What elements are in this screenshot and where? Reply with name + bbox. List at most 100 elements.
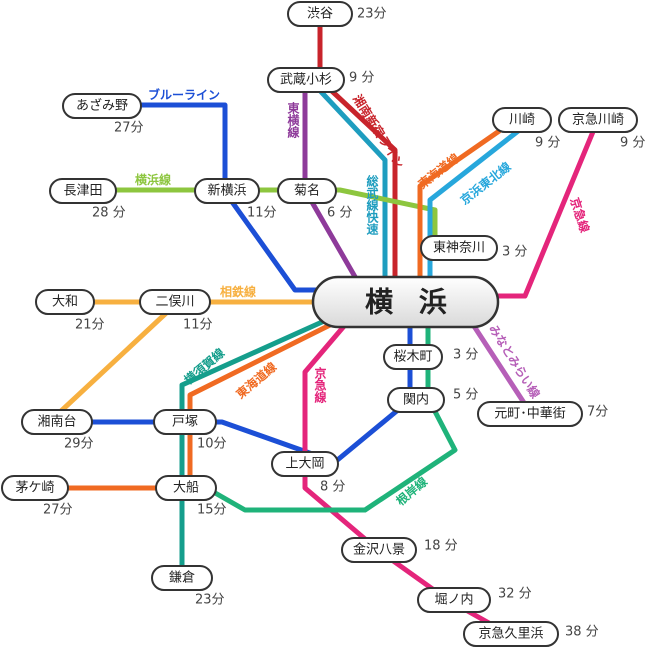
line-keihin-tohoku: [427, 125, 525, 293]
station-keikyu-kurihama[interactable]: 京急久里浜 38 分: [463, 621, 599, 647]
station-name: 東神奈川: [433, 240, 485, 256]
station-box: [463, 621, 559, 647]
station-musashikosugi[interactable]: 武蔵小杉 9 分: [267, 67, 374, 93]
label-keikyu-south: 京急線: [313, 366, 327, 404]
hub-name: 横 浜: [365, 286, 455, 319]
label-keikyu-north: 京急線: [567, 196, 592, 235]
line-minatomirai: [467, 317, 533, 415]
station-kamakura[interactable]: 鎌倉 23分: [151, 565, 225, 608]
station-name: 茅ケ崎: [15, 481, 54, 496]
station-minutes: 3 分: [502, 245, 527, 260]
station-box: [277, 178, 337, 204]
station-box: [21, 409, 93, 435]
station-minutes: 28 分: [92, 206, 126, 221]
station-motomachi[interactable]: 元町･中華街 7分: [477, 401, 608, 427]
label-yokohama-line: 横浜線: [135, 172, 171, 187]
station-nagatsuta[interactable]: 長津田 28 分: [49, 178, 126, 221]
station-kikuna[interactable]: 菊名 6 分: [277, 178, 352, 221]
station-shibuya[interactable]: 渋谷 23分: [287, 1, 387, 27]
label-sobu-rapid: 総武線快速: [365, 174, 379, 236]
station-futamatagawa[interactable]: 二俣川 11分: [139, 289, 213, 333]
station-minutes: 38 分: [565, 625, 599, 640]
station-minutes: 3 分: [453, 348, 478, 363]
station-minutes: 11分: [247, 206, 277, 221]
station-box: [287, 1, 353, 27]
station-name: 二俣川: [155, 295, 194, 310]
line-sobu-rapid: [307, 77, 388, 293]
label-keihin-tohoku: 京浜東北線: [457, 159, 514, 208]
line-sotetsu-branch: [57, 299, 181, 415]
station-horinouchi[interactable]: 堀ノ内 32 分: [417, 587, 532, 613]
station-box: [62, 93, 142, 119]
hub-yokohama[interactable]: 横 浜: [311, 275, 500, 329]
station-minutes: 5 分: [453, 388, 478, 403]
station-box: [417, 587, 491, 613]
station-box: [194, 178, 260, 204]
station-kamiooka[interactable]: 上大岡 8 分: [271, 451, 345, 495]
station-minutes: 9 分: [620, 136, 645, 151]
station-box: [477, 401, 583, 427]
station-name: あざみ野: [76, 98, 128, 114]
station-keikyu-kawasaki[interactable]: 京急川崎 9 分: [558, 107, 645, 151]
station-chigasaki[interactable]: 茅ケ崎 27分: [1, 475, 73, 518]
station-box: [151, 565, 213, 591]
station-name: 長津田: [63, 184, 102, 199]
station-minutes: 18 分: [424, 539, 458, 554]
station-shonandai[interactable]: 湘南台 29分: [21, 409, 94, 452]
station-name: 堀ノ内: [434, 592, 473, 608]
station-azamino[interactable]: あざみ野 27分: [62, 93, 144, 136]
station-minutes: 11分: [183, 318, 213, 333]
station-name: 菊名: [294, 183, 320, 199]
station-kannai[interactable]: 関内 5 分: [387, 387, 478, 413]
station-box: [420, 235, 498, 261]
station-box: [267, 67, 345, 93]
station-box: [492, 107, 552, 133]
station-box: [387, 387, 445, 413]
line-tokaido-south: [27, 322, 333, 491]
station-box: [271, 451, 339, 477]
station-shinyokohama[interactable]: 新横浜 11分: [194, 178, 277, 221]
station-name: 大和: [52, 295, 78, 310]
station-name: 大船: [173, 481, 199, 496]
station-box: [153, 409, 217, 435]
station-kawasaki[interactable]: 川崎 9 分: [492, 107, 560, 151]
station-sakuragicho[interactable]: 桜木町 3 分: [383, 344, 478, 370]
station-totsuka[interactable]: 戸塚 10分: [153, 409, 227, 452]
station-minutes: 6 分: [327, 206, 352, 221]
station-higashikanagawa[interactable]: 東神奈川 3 分: [420, 235, 527, 261]
station-box: [35, 289, 95, 315]
station-minutes: 7分: [587, 405, 608, 420]
station-name: 京急久里浜: [478, 627, 543, 642]
station-minutes: 10分: [197, 437, 227, 452]
station-minutes: 15分: [197, 503, 227, 518]
station-minutes: 9 分: [535, 136, 560, 151]
station-minutes: 23分: [195, 593, 225, 608]
station-box: [49, 178, 117, 204]
station-name: 上大岡: [285, 457, 324, 472]
station-minutes: 29分: [64, 437, 94, 452]
station-name: 戸塚: [172, 415, 198, 430]
station-minutes: 27分: [43, 503, 73, 518]
station-name: 元町･中華街: [494, 407, 566, 422]
station-yamato[interactable]: 大和 21分: [35, 289, 105, 333]
station-box: [383, 344, 443, 370]
station-box: [1, 475, 69, 501]
label-tokaido-north: 東海道線: [415, 150, 462, 191]
station-box: [558, 107, 638, 133]
station-minutes: 21分: [75, 318, 105, 333]
line-keikyu-north: [492, 119, 600, 299]
station-kanazawahakkei[interactable]: 金沢八景 18 分: [341, 537, 458, 563]
station-minutes: 8 分: [320, 480, 345, 495]
station-minutes: 32 分: [498, 587, 532, 602]
label-blue-line: ブルーライン: [148, 87, 220, 102]
line-shonan-shinjuku: [317, 11, 398, 293]
station-ofuna[interactable]: 大船 15分: [155, 475, 227, 518]
station-name: 金沢八景: [353, 542, 405, 558]
station-box: [139, 289, 211, 315]
station-name: 川崎: [509, 113, 535, 128]
station-minutes: 23分: [357, 7, 387, 22]
station-minutes: 27分: [114, 121, 144, 136]
